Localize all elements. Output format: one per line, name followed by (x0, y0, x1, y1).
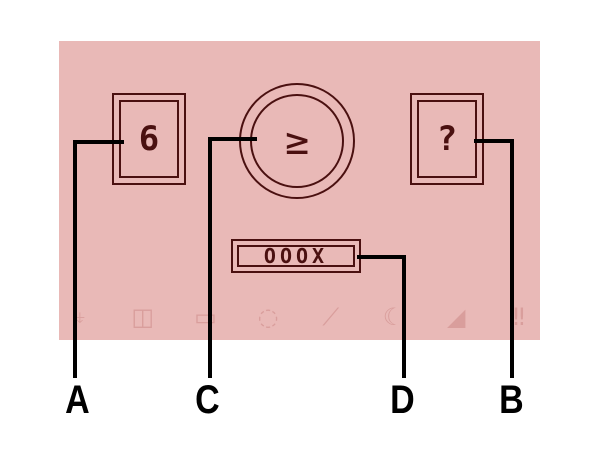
lights-icon[interactable]: ◫ (131, 303, 155, 331)
attention-icon: ‼ (513, 303, 525, 331)
leader-line-b (474, 139, 514, 378)
leader-line-a (73, 140, 124, 378)
icon-bar: ⍖ ◫ ▭ ◌ ⟋ ☾ ◢ ‼ (59, 300, 540, 334)
meter-icon[interactable]: ☾ (382, 303, 405, 331)
left-number-value: 6 (138, 119, 160, 159)
leader-line-c (208, 137, 257, 378)
callout-label-b: B (499, 378, 524, 422)
right-number-value: ? (436, 119, 458, 159)
bathroom-icon[interactable]: ⟋ (322, 303, 340, 331)
callout-label-c: C (195, 378, 220, 422)
callout-label-a: A (65, 378, 90, 422)
callout-label-d: D (390, 378, 415, 422)
comparison-symbol: ≥ (284, 118, 310, 164)
left-number-display: 6 (112, 93, 186, 185)
trial-indicator: OOOX (231, 239, 361, 273)
discipline-icon[interactable]: ◢ (446, 303, 466, 331)
trial-indicator-value: OOOX (263, 244, 329, 268)
leader-line-d (357, 255, 406, 378)
medicine-icon[interactable]: ◌ (257, 303, 279, 331)
